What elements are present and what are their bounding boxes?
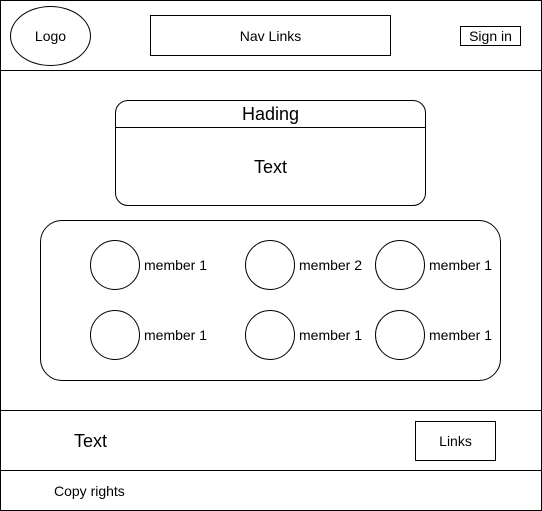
member-card[interactable]: member 1 <box>375 310 505 362</box>
footer-divider <box>0 410 542 411</box>
member-avatar <box>245 310 295 360</box>
member-avatar <box>90 240 140 290</box>
footer-links-label: Links <box>439 433 472 449</box>
copyright-divider <box>0 470 542 471</box>
nav-links[interactable]: Nav Links <box>150 15 391 56</box>
footer-links-button[interactable]: Links <box>415 421 496 461</box>
member-card[interactable]: member 1 <box>245 310 375 362</box>
member-name: member 1 <box>299 327 363 343</box>
footer-text: Text <box>74 431 108 451</box>
card-heading: Hading <box>116 101 425 128</box>
member-card[interactable]: member 1 <box>90 240 220 292</box>
member-card[interactable]: member 1 <box>375 240 505 292</box>
member-avatar <box>245 240 295 290</box>
sign-in-label: Sign in <box>469 28 512 44</box>
member-avatar <box>375 310 425 360</box>
member-avatar <box>375 240 425 290</box>
sign-in-button[interactable]: Sign in <box>460 26 521 46</box>
member-name: member 1 <box>429 257 493 273</box>
card-text: Text <box>253 156 287 177</box>
member-name: member 1 <box>144 257 208 273</box>
logo[interactable]: Logo <box>10 6 91 66</box>
logo-label: Logo <box>34 28 67 44</box>
copyright-text: Copy rights <box>54 483 125 499</box>
member-name: member 2 <box>299 257 363 273</box>
header-divider <box>0 70 542 71</box>
member-card[interactable]: member 2 <box>245 240 375 292</box>
member-avatar <box>90 310 140 360</box>
member-name: member 1 <box>429 327 493 343</box>
content-card: Hading Text <box>115 100 426 206</box>
team-members-panel: member 1 member 2 member 1 member 1 memb… <box>40 220 501 381</box>
member-name: member 1 <box>144 327 208 343</box>
nav-links-label: Nav Links <box>239 27 302 44</box>
member-card[interactable]: member 1 <box>90 310 220 362</box>
